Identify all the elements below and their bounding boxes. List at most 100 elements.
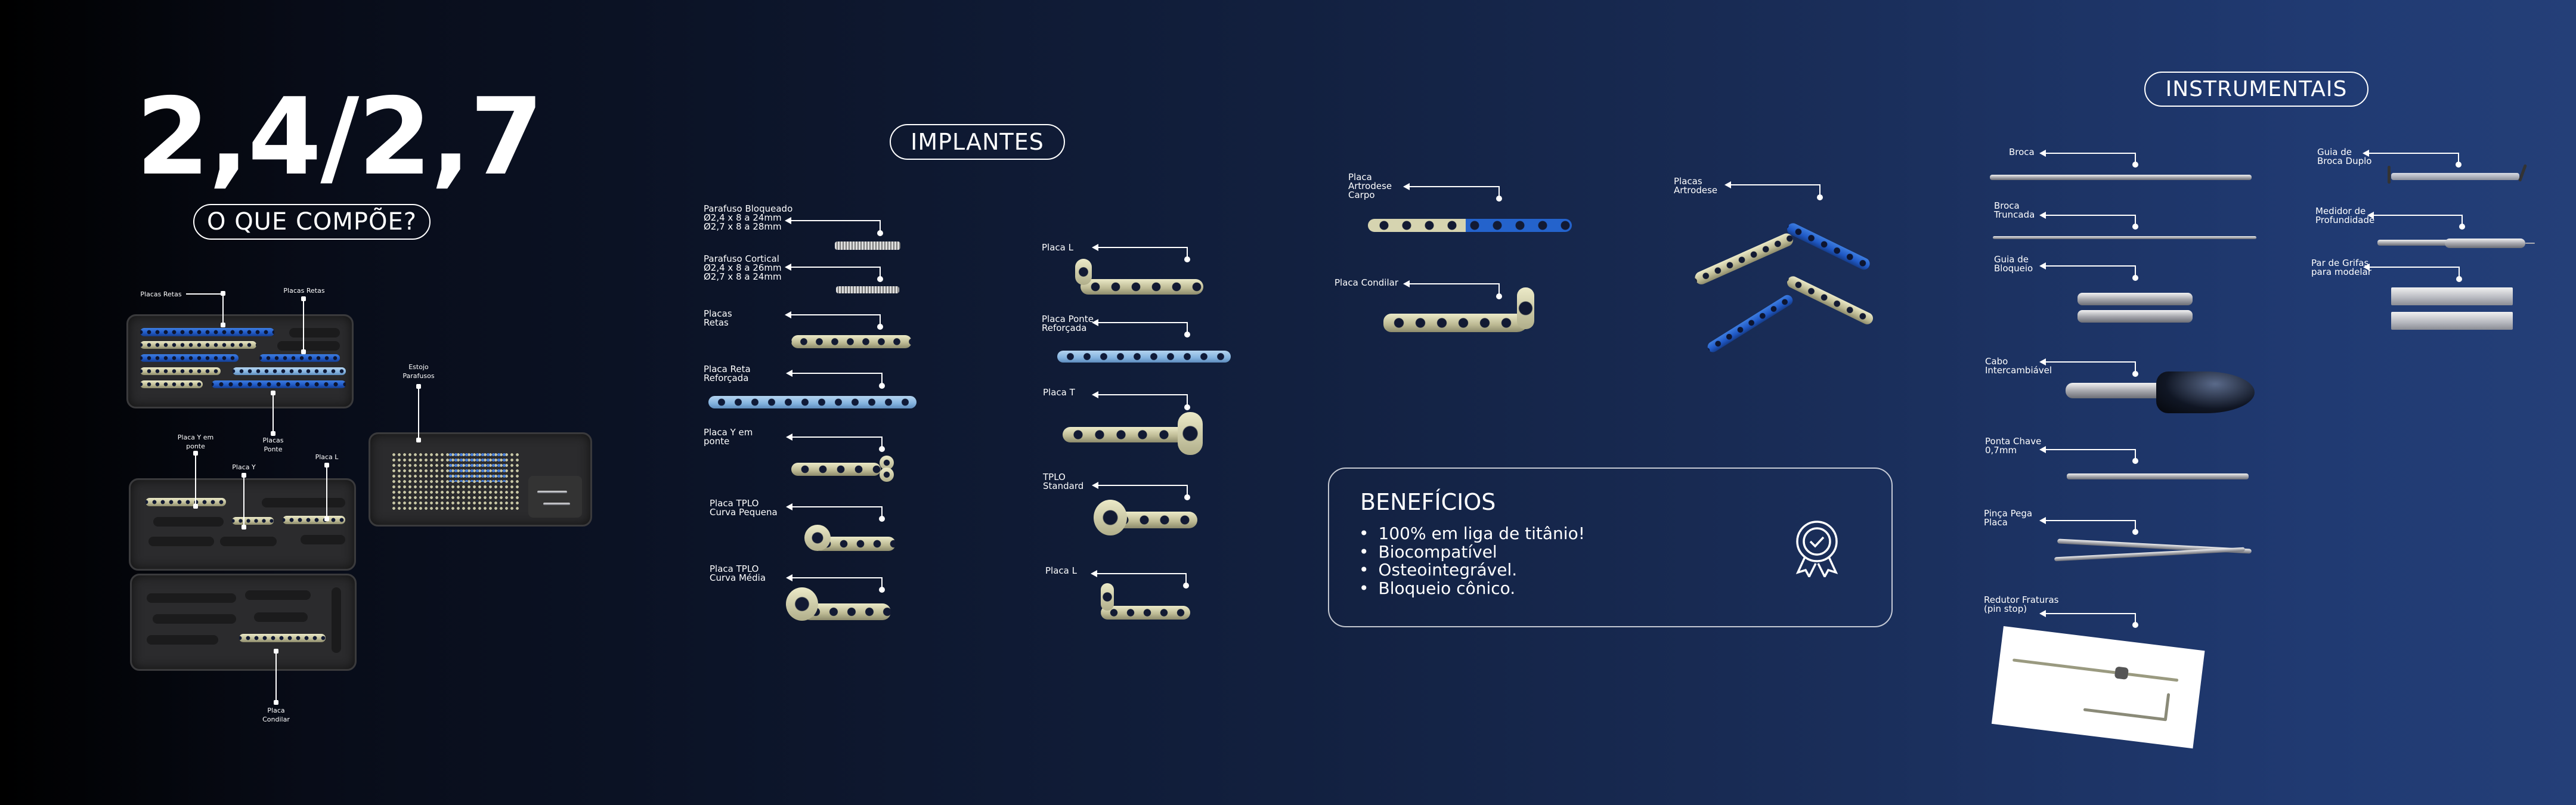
plate-image: [791, 335, 912, 348]
handle-grip-image: [2156, 371, 2255, 413]
bending-iron-image: [2391, 287, 2513, 305]
callout-arrow: [2039, 262, 2138, 281]
instrument-label: Medidor de Profundidade: [2315, 206, 2375, 225]
instrument-label: Broca Truncada: [1994, 200, 2035, 220]
plate-image-part: [880, 467, 894, 482]
plate-image: [140, 367, 221, 375]
tray-slot: [220, 537, 277, 546]
plate-image-part: [1075, 259, 1092, 285]
tray-slot: [301, 535, 345, 544]
tray-slot: [289, 328, 340, 338]
award-check-icon: [1795, 521, 1838, 577]
pin-image: [2012, 658, 2179, 682]
bullet: •: [1359, 541, 1369, 562]
plate-image: [212, 380, 346, 388]
locking-guide-image: [2077, 293, 2193, 305]
callout-arrow: [785, 264, 883, 282]
implant-label: Placa Ponte Reforçada: [1042, 314, 1094, 333]
instrument-label: Cabo Intercambiável: [1985, 356, 2052, 376]
pin-stop-collar: [2114, 666, 2129, 680]
double-drill-guide-image-part: [2518, 164, 2527, 182]
instrument-label: Guia de Bloqueio: [1994, 254, 2033, 274]
plate-image: [145, 498, 226, 506]
tray-placas-retas: [126, 314, 354, 408]
implant-label: Placas Artrodese: [1674, 176, 1718, 196]
plate-image: [239, 634, 326, 642]
callout-arrow: [786, 574, 885, 593]
plate-image: [1368, 219, 1572, 232]
implant-label: Parafuso Cortical Ø2,4 x 8 a 26mm Ø2,7 x…: [704, 253, 782, 282]
implant-label: TPLO Standard: [1043, 472, 1084, 491]
instrumentais-heading: INSTRUMENTAIS: [2144, 72, 2368, 107]
plate-image-part: [1101, 583, 1114, 611]
depth-gauge-image-part: [2525, 243, 2535, 244]
cortical-screw-image: [836, 286, 899, 293]
callout-arrow: [785, 217, 883, 236]
implant-label: Placa TPLO Curva Média: [710, 564, 766, 583]
tray-slot: [148, 537, 214, 546]
implant-label: Placa Y em ponte: [704, 427, 753, 447]
callout-arrow: [785, 311, 883, 330]
callout-arrow: [1403, 280, 1502, 299]
beneficios-card: BENEFÍCIOS •100% em liga de titânio! •Bi…: [1328, 467, 1893, 627]
callout-arrow: [2039, 358, 2138, 377]
beneficio-text: 100% em liga de titânio!: [1378, 524, 1585, 543]
instrument-label: Par de Grifas para modelar: [2311, 258, 2371, 277]
plate-image-part: [1517, 287, 1534, 329]
callout-arrow: [1092, 244, 1190, 262]
locking-guide-image: [2077, 310, 2193, 323]
hex-key-image: [2163, 693, 2171, 722]
tray-slot: [147, 593, 236, 603]
tray-placas-y-l: [129, 478, 356, 571]
callout-line: [301, 296, 306, 354]
implant-label: Placas Retas: [704, 308, 732, 328]
plate-image: [283, 516, 345, 524]
locking-screw-image: [835, 242, 900, 250]
plate-image: [1785, 274, 1875, 327]
tray-slot: [277, 341, 340, 351]
plate-image-part: [1178, 412, 1203, 455]
screw-grid-blue: [448, 452, 507, 482]
callout-arrow: [2039, 517, 2138, 535]
callout-arrow: [2363, 264, 2462, 282]
screw-case-tool: [537, 491, 567, 493]
implant-label: Placa Reta Reforçada: [704, 364, 751, 383]
callout-line: [271, 391, 275, 436]
tray-placa-condilar: [130, 574, 357, 671]
plate-image: [1785, 221, 1872, 272]
kit-label-estojo-parafusos: Estojo Parafusos: [402, 363, 435, 380]
drill-image: [1990, 175, 2252, 180]
callout-arrow: [786, 503, 885, 522]
truncated-drill-image: [1993, 236, 2256, 239]
callout-arrow: [1092, 319, 1190, 338]
callout-arrow: [786, 434, 885, 452]
implant-label: Placa T: [1043, 387, 1075, 398]
callout-arrow: [1403, 183, 1502, 202]
plate-forceps-image: [2054, 547, 2245, 562]
callout-line: [416, 384, 421, 442]
tray-slot: [332, 587, 341, 653]
beneficio-item: •Biocompatível: [1359, 543, 1585, 562]
plate-image-part: [804, 525, 831, 551]
hex-key-image: [2083, 708, 2167, 722]
plate-image: [708, 396, 917, 408]
callout-arrow: [2039, 446, 2138, 464]
kit-label-placa-y-em-ponte: Placa Y em ponte: [177, 434, 214, 450]
bullet: •: [1359, 578, 1369, 598]
plate-image-part: [786, 587, 818, 621]
kit-label-placa-y: Placa Y: [232, 463, 256, 471]
callout-line: [274, 649, 278, 705]
kit-label-placa-condilar: Placa Condilar: [262, 707, 290, 723]
beneficio-item: •Bloqueio cônico.: [1359, 578, 1585, 598]
plate-image: [1063, 427, 1188, 442]
hero-title: 2,4/2,7: [136, 75, 544, 199]
kit-label-placas-retas-a: Placas Retas: [140, 290, 182, 298]
implant-label: Parafuso Bloqueado Ø2,4 x 8 a 24mm Ø2,7 …: [704, 203, 793, 232]
hero-subtitle: O QUE COMPÕE?: [193, 204, 431, 240]
plate-image: [791, 463, 881, 476]
plate-image-part: [1094, 500, 1127, 535]
tray-slot: [245, 590, 311, 600]
depth-gauge-image-part: [2445, 239, 2525, 248]
beneficio-item: •Osteointegrável.: [1359, 561, 1585, 580]
implant-label: Placa Artrodese Carpo: [1348, 172, 1392, 200]
